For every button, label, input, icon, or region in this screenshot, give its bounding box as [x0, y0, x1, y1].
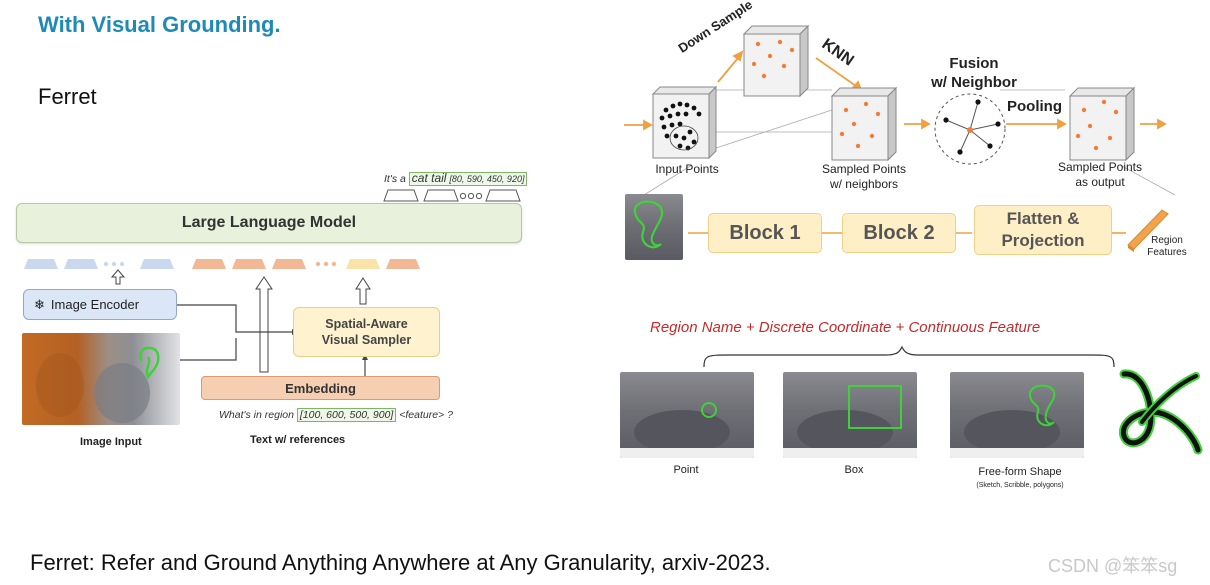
query-text: What's in region [100, 600, 500, 900] <f…	[219, 408, 453, 422]
input-points-cube	[651, 85, 718, 160]
model-name: Ferret	[38, 84, 97, 109]
freeform-label: Free-form Shape (Sketch, Scribble, polyg…	[976, 466, 1064, 489]
image-input-caption: Image Input	[80, 436, 142, 448]
snowflake-icon: ❄	[34, 296, 45, 312]
block-2: Block 2	[842, 213, 956, 253]
free-form-outline-icon	[633, 200, 664, 249]
point-example-image	[620, 372, 754, 458]
block-1: Block 1	[708, 213, 822, 253]
point-label: Point	[673, 464, 699, 476]
section-heading: With Visual Grounding.	[38, 12, 281, 37]
scribble-shape-icon	[1118, 369, 1203, 455]
csdn-watermark: CSDN @笨笨sg	[1048, 556, 1178, 576]
dog-cat-image	[22, 333, 180, 425]
cat-thumbnail-image	[625, 194, 683, 260]
curly-brace	[703, 345, 1115, 368]
downsampled-cube	[742, 24, 810, 98]
flatten-projection-block: Flatten &Projection	[974, 205, 1112, 255]
input-tokens	[24, 259, 420, 269]
region-representation-caption: Region Name + Discrete Coordinate + Cont…	[650, 319, 1041, 336]
left-connectors	[110, 269, 371, 376]
embedding-block: Embedding	[201, 376, 440, 400]
box-example-image	[783, 372, 917, 458]
input-points-label: Input Points	[655, 162, 719, 176]
sampled-neighbors-cube	[830, 86, 898, 162]
image-encoder-block: ❄ Image Encoder	[23, 289, 177, 320]
box-label: Box	[844, 464, 864, 476]
freeform-example-image	[950, 372, 1084, 458]
output-tokens	[383, 189, 521, 202]
text-references-caption: Text w/ references	[250, 434, 346, 446]
large-language-model-block: Large Language Model	[16, 203, 522, 243]
pooling-label: Pooling	[1007, 98, 1062, 115]
cat-tail-outline-icon	[36, 346, 160, 423]
paper-citation: Ferret: Refer and Ground Anything Anywhe…	[30, 550, 771, 575]
llm-output-text: It's a cat tail [80, 590, 450, 920]	[384, 171, 528, 186]
sampled-output-cube	[1068, 86, 1136, 162]
fusion-neighbor-circle	[934, 93, 1006, 165]
point-sampling-pipeline	[624, 24, 1176, 252]
